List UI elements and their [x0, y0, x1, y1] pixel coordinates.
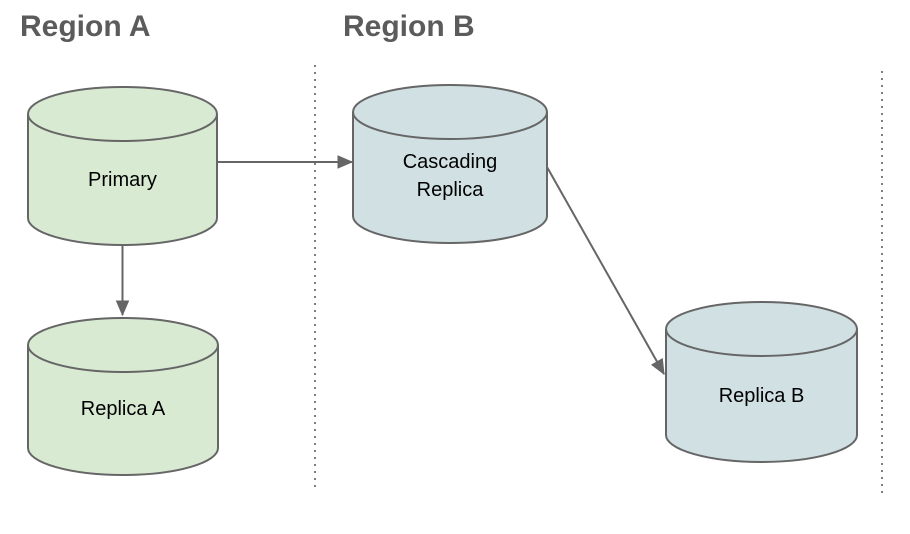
node-primary-label: Primary: [88, 169, 157, 191]
database-cylinder-body: [27, 345, 219, 476]
node-replica-b: Replica B: [665, 301, 858, 463]
database-cylinder-top: [27, 86, 218, 142]
node-cascading-replica-label-line1: Cascading: [403, 151, 498, 173]
node-replica-a: Replica A: [27, 317, 219, 476]
node-cascading-replica-label-line2: Replica: [417, 179, 485, 201]
database-cylinder-body: [27, 114, 218, 246]
database-cylinder-top: [665, 301, 858, 357]
node-replica-a-label: Replica A: [81, 398, 166, 420]
node-primary: Primary: [27, 86, 218, 246]
region-a-title: Region A: [20, 10, 151, 43]
database-cylinder-body: [352, 112, 548, 244]
edge-cascading-replica-to-replica-b: [546, 166, 665, 374]
node-replica-b-label: Replica B: [719, 385, 805, 407]
region-b-title: Region B: [343, 10, 475, 43]
node-cascading-replica: Cascading Replica: [352, 84, 548, 244]
database-cylinder-top: [352, 84, 548, 140]
database-cylinder-body: [665, 329, 858, 463]
database-cylinder-top: [27, 317, 219, 373]
